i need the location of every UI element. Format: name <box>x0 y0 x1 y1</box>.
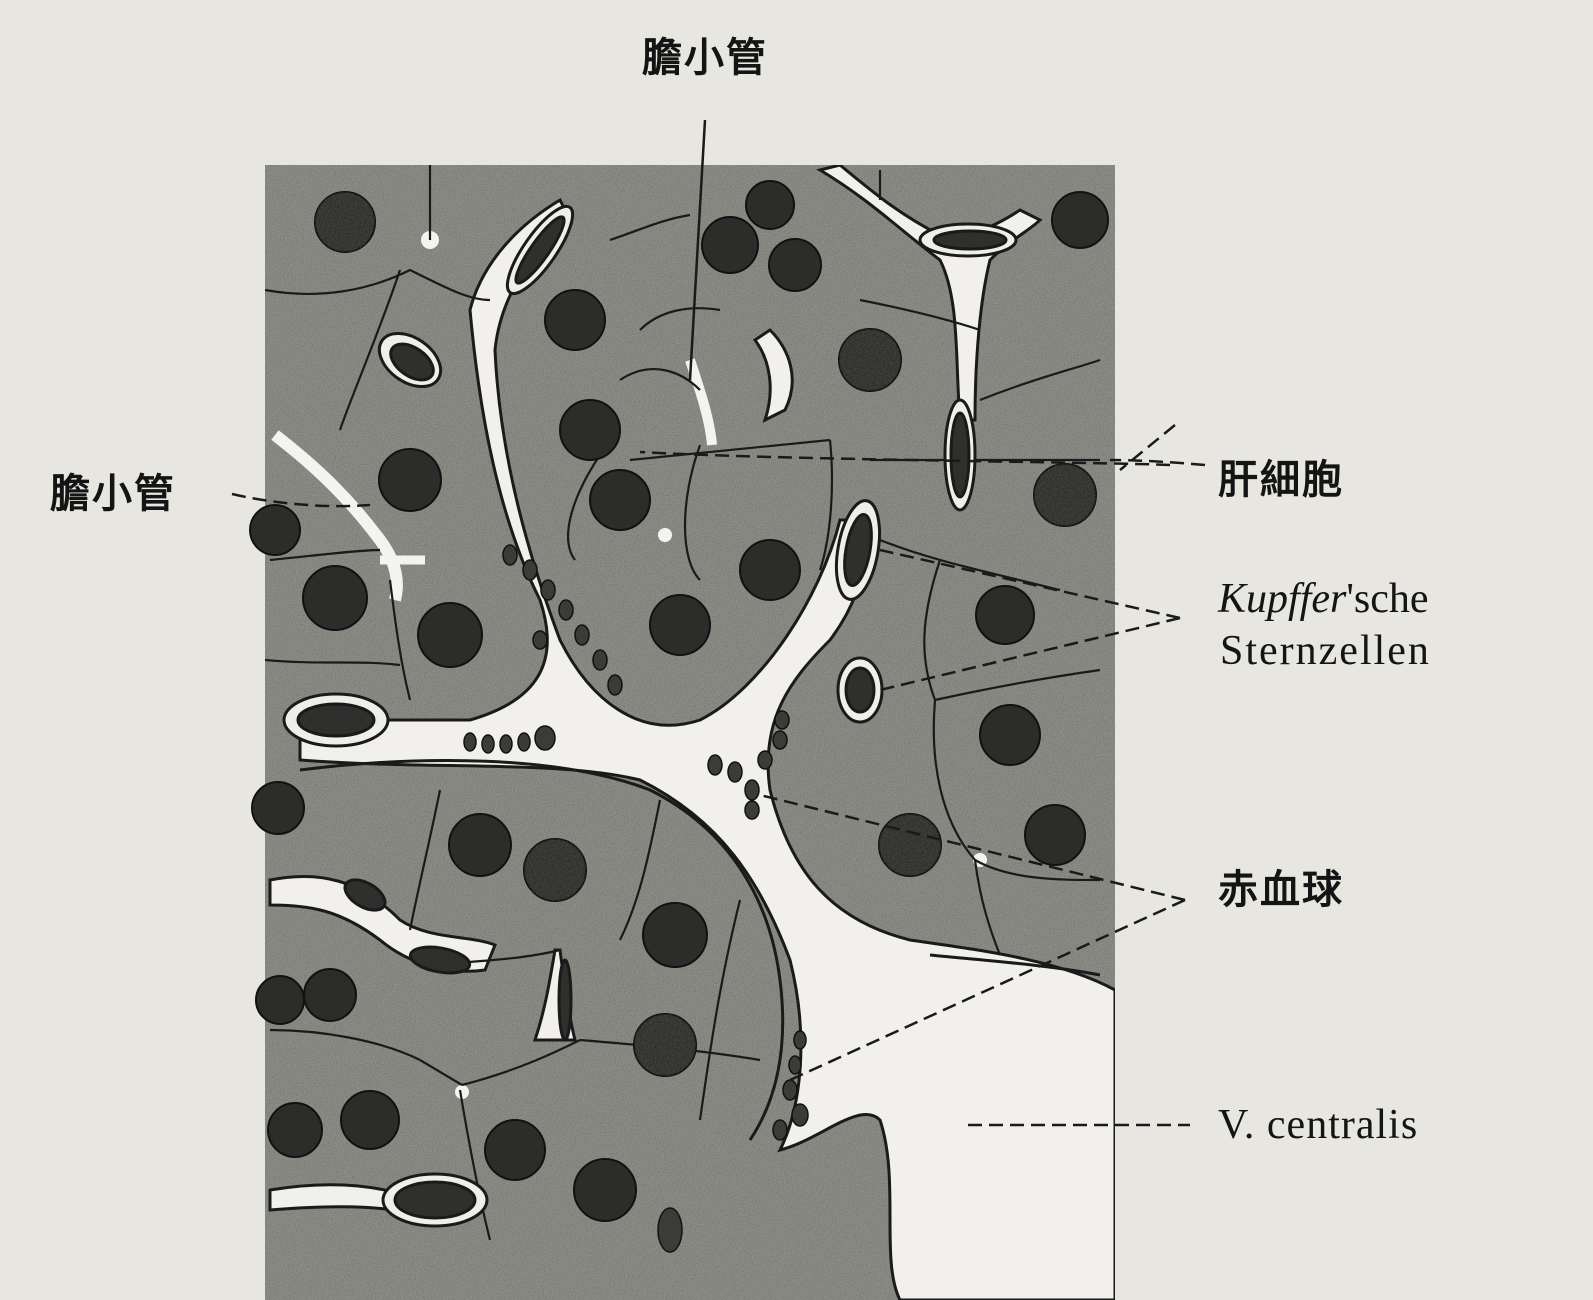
label-red-blood-cell: 赤血球 <box>1218 870 1344 910</box>
bile-canaliculus-dot <box>658 528 672 542</box>
label-central-vein: V. centralis <box>1218 1104 1418 1146</box>
label-kupffer-suffix: 'sche <box>1346 576 1428 622</box>
label-liver-cell: 肝細胞 <box>1218 460 1344 500</box>
label-bile-canaliculus-left: 膽小管 <box>50 474 176 514</box>
label-kupffer-name: Kupffer <box>1218 576 1346 622</box>
label-kupffer: Kupffer'sche <box>1218 578 1429 620</box>
label-bile-canaliculus-top: 膽小管 <box>642 38 768 78</box>
label-sternzellen: Sternzellen <box>1220 630 1431 672</box>
